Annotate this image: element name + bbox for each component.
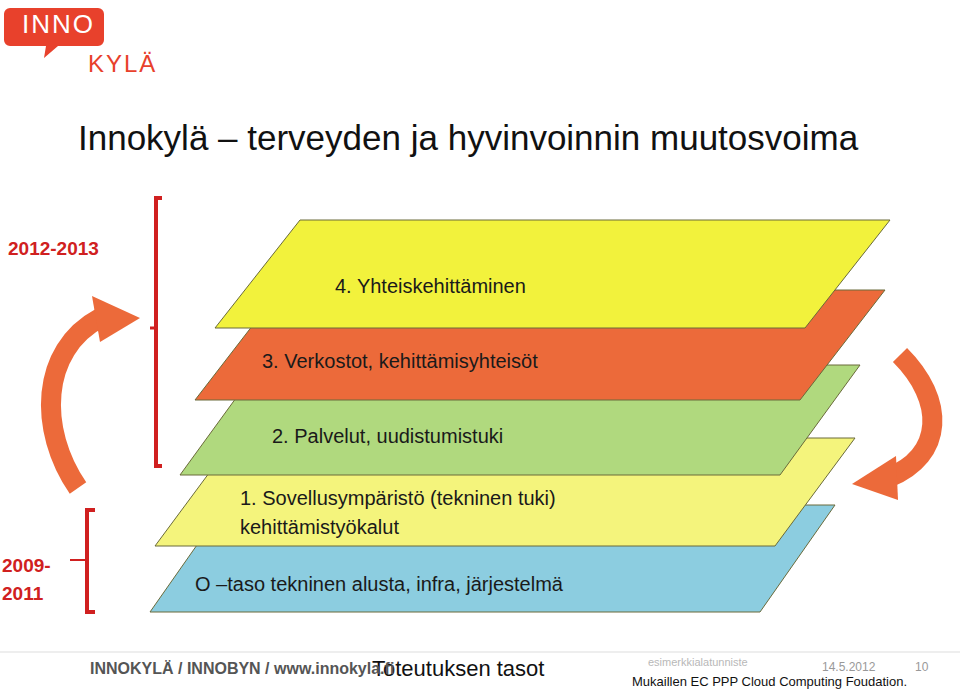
layer-outline: [195, 290, 885, 400]
logo-word: INNO: [22, 9, 95, 40]
source-note: Mukaillen EC PPP Cloud Computing Foudati…: [632, 674, 907, 689]
layer-shape: [215, 220, 890, 328]
layer-outline: [155, 438, 855, 546]
layer-plane: 4. Yhteiskehittäminen: [215, 220, 890, 328]
cycle-arrow: [51, 318, 100, 488]
footer-note: esimerkkialatunniste: [648, 656, 748, 668]
layer-label: 1. Sovellusympäristö (tekninen tuki) keh…: [240, 484, 660, 542]
bracket-tick: [150, 327, 156, 330]
layer-label: O –taso tekninen alusta, infra, järjeste…: [195, 570, 563, 599]
layer-label: 3. Verkostot, kehittämisyhteisöt: [262, 347, 538, 376]
period-label: 2012-2013: [8, 238, 99, 260]
logo-word: KYLÄ: [88, 50, 157, 78]
period-bracket: [87, 510, 95, 612]
page-number: 10: [915, 660, 928, 674]
layer-outline: [215, 220, 890, 328]
period-bracket: [156, 198, 162, 466]
bracket-tick: [70, 559, 87, 561]
period-label: 2009- 2011: [2, 552, 52, 608]
footer-site: INNOKYLÄ / INNOBYN / www.innokyla.fi: [90, 660, 394, 678]
layer-label: 4. Yhteiskehittäminen: [335, 272, 526, 301]
arrow-head: [852, 456, 898, 500]
layer-outline: [180, 365, 860, 475]
footer-rule: [0, 652, 960, 653]
diagram-title: Innokylä – terveyden ja hyvinvoinnin muu…: [78, 118, 858, 158]
arrow-head: [92, 296, 140, 342]
diagram-caption: Toteutuksen tasot: [372, 656, 544, 682]
layer-label: 2. Palvelut, uudistumistuki: [272, 422, 503, 451]
footer-date: 14.5.2012: [822, 660, 875, 674]
layer-outline: [150, 505, 835, 612]
